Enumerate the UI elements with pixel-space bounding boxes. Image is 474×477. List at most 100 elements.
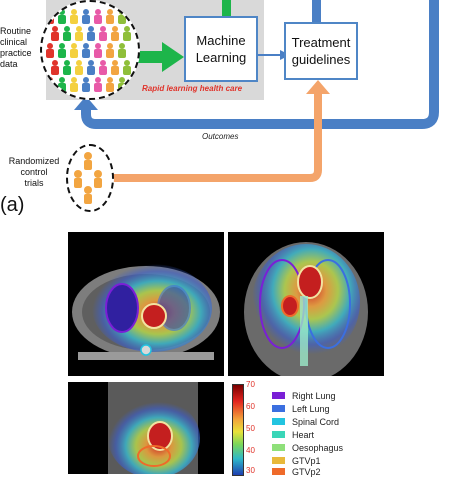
person-body — [70, 83, 78, 92]
person-head — [95, 77, 101, 83]
colorbar-tick-70: 70 — [246, 380, 255, 389]
legend-label: Heart — [292, 429, 315, 440]
person-body — [82, 83, 90, 92]
person-body — [82, 15, 90, 24]
routine-data-label: Routine clinical practice data — [0, 26, 44, 70]
person-head — [76, 60, 82, 66]
person-body — [106, 15, 114, 24]
person-head — [83, 9, 89, 15]
legend-item: Left Lung — [272, 403, 330, 414]
person-body — [118, 15, 126, 24]
coronal-ct-image — [228, 232, 384, 376]
person-body — [106, 49, 114, 58]
legend-label: Oesophagus — [292, 442, 344, 453]
people-crowd-icon — [46, 9, 131, 92]
person-head — [100, 26, 106, 32]
ml-line-2: Learning — [195, 50, 247, 65]
legend-label: Left Lung — [292, 403, 330, 414]
rct-line-3: trials — [24, 178, 44, 188]
person-body — [99, 66, 107, 75]
panel-a-label: (a) — [0, 194, 25, 216]
person-body — [75, 66, 83, 75]
legend-swatch — [272, 392, 285, 399]
legend-label: GTVp1 — [292, 455, 321, 466]
legend-swatch — [272, 431, 285, 438]
person-head — [95, 9, 101, 15]
person-body — [111, 32, 119, 41]
blue-top-connector — [312, 0, 321, 22]
person-head — [71, 9, 77, 15]
rct-label: Randomized control trials — [4, 156, 64, 189]
legend-swatch — [272, 444, 285, 451]
legend-item: GTVp1 — [272, 455, 321, 466]
rct-line-2: control — [20, 167, 48, 177]
person-body — [118, 49, 126, 58]
person-body — [94, 83, 102, 92]
person-head — [83, 77, 89, 83]
dose-colorbar — [232, 384, 244, 476]
person-head — [112, 26, 118, 32]
machine-learning-box: Machine Learning — [184, 16, 258, 82]
axial-ct-image — [68, 232, 224, 376]
colorbar-tick-40: 40 — [246, 446, 255, 455]
rct-line-1: Randomized — [8, 156, 60, 166]
person-head — [107, 77, 113, 83]
person-body — [63, 66, 71, 75]
legend-item: Spinal Cord — [272, 416, 339, 427]
person-head — [71, 43, 77, 49]
person-body — [111, 66, 119, 75]
routine-line-3: practice — [0, 48, 32, 58]
person-body — [87, 66, 95, 75]
rct-arrow — [110, 80, 330, 182]
legend-item: Right Lung — [272, 390, 336, 401]
legend-swatch — [272, 457, 285, 464]
ml-line-1: Machine — [196, 33, 246, 48]
legend-swatch — [272, 405, 285, 412]
treatment-guidelines-box: Treatment guidelines — [284, 22, 358, 80]
person-body — [63, 32, 71, 41]
person-head — [124, 60, 130, 66]
guidelines-line-1: Treatment — [291, 35, 351, 50]
person-body — [51, 66, 59, 75]
legend-item: Heart — [272, 429, 314, 440]
person-body — [75, 32, 83, 41]
person-body — [94, 49, 102, 58]
person-body — [123, 32, 131, 41]
outcomes-label: Outcomes — [202, 132, 239, 141]
person-head — [119, 43, 125, 49]
person-body — [123, 66, 131, 75]
person-head — [107, 9, 113, 15]
population-circle — [40, 0, 140, 100]
legend-label: GTVp2 — [292, 466, 321, 477]
person-head — [124, 26, 130, 32]
colorbar-tick-50: 50 — [246, 424, 255, 433]
person-head — [59, 9, 65, 15]
person-head — [100, 60, 106, 66]
legend-label: Spinal Cord — [292, 416, 340, 427]
person-body — [70, 15, 78, 24]
person-body — [46, 49, 54, 58]
legend-item: Oesophagus — [272, 442, 343, 453]
person-head — [59, 77, 65, 83]
outcomes-loop — [74, 0, 439, 129]
rct-circle — [66, 144, 114, 212]
person-head — [107, 43, 113, 49]
person-body — [51, 32, 59, 41]
person-head — [47, 43, 53, 49]
person-head — [71, 77, 77, 83]
person-body — [70, 49, 78, 58]
person-head — [64, 26, 70, 32]
person-head — [59, 43, 65, 49]
rapid-learning-label: Rapid learning health care — [142, 84, 243, 93]
person-head — [95, 43, 101, 49]
guidelines-line-2: guidelines — [291, 52, 351, 67]
person-body — [82, 49, 90, 58]
legend-label: Right Lung — [292, 390, 336, 401]
green-top-connector — [222, 0, 231, 18]
person-head — [83, 43, 89, 49]
person-body — [87, 32, 95, 41]
person-body — [58, 49, 66, 58]
person-head — [52, 60, 58, 66]
person-body — [94, 15, 102, 24]
person-head — [88, 26, 94, 32]
